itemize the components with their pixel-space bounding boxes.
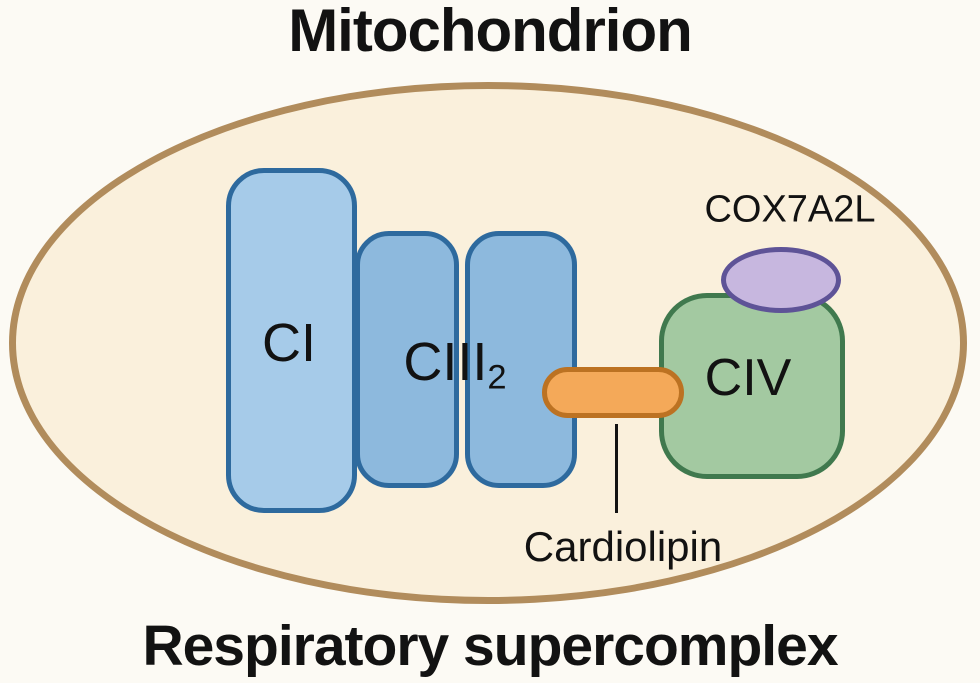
figure-title: Mitochondrion [288, 0, 693, 64]
figure-subtitle: Respiratory supercomplex [142, 614, 838, 678]
cox7a2l-label: COX7A2L [704, 188, 876, 231]
complex-i-shape [226, 168, 357, 513]
complex-iii-label-subscript: 2 [487, 358, 507, 397]
complex-iii-label-base: CIII [403, 332, 488, 392]
complex-iii-dimer-label: CIII2 [403, 331, 506, 395]
complex-iii-right-monomer-shape [465, 231, 577, 488]
complex-iii-left-monomer-shape [355, 231, 459, 488]
cardiolipin-pointer-line [615, 424, 618, 513]
cardiolipin-shape [542, 367, 684, 418]
complex-iv-label: CIV [704, 349, 792, 407]
cox7a2l-subunit-shape [721, 247, 841, 313]
complex-i-label: CI [262, 313, 316, 373]
cardiolipin-label: Cardiolipin [523, 523, 723, 570]
